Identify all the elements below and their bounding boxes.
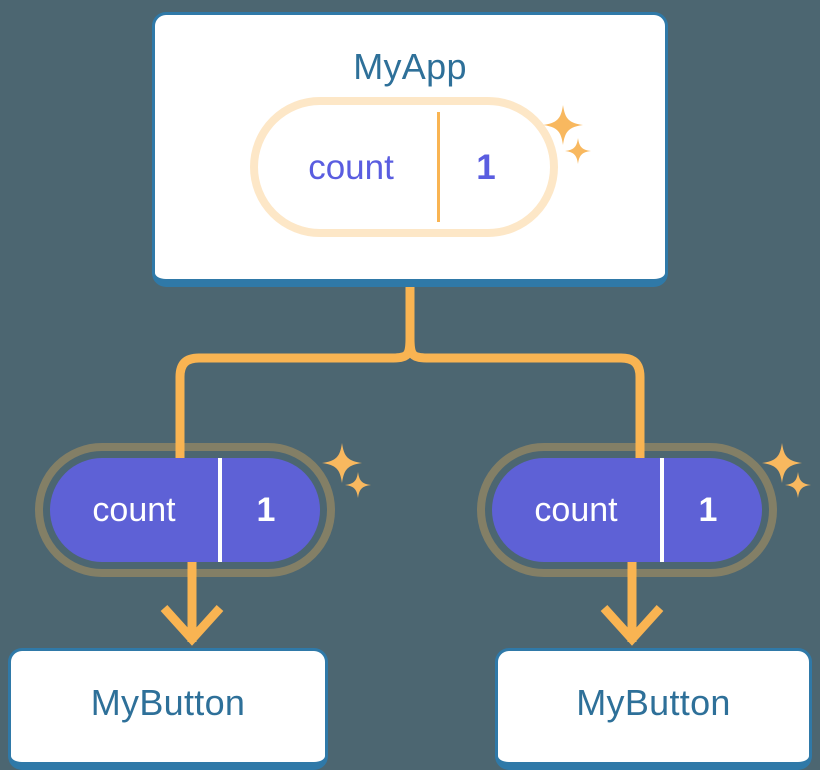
sparkle-icon-small: [785, 472, 811, 498]
sparkle-icon: [543, 105, 583, 145]
component-card-label: MyButton: [576, 681, 731, 723]
connector-tee-split-left: [175, 337, 415, 470]
state-pill-branch-right[interactable]: count 1: [477, 443, 777, 577]
component-card-mybutton-right[interactable]: MyButton: [495, 648, 812, 770]
component-card-label: MyButton: [90, 681, 246, 723]
state-pill-value: 1: [218, 458, 310, 562]
state-pill-root[interactable]: count 1: [250, 97, 558, 237]
state-pill-key: count: [534, 491, 618, 529]
state-pill-key: count: [308, 147, 394, 187]
state-pill-branch-left[interactable]: count 1: [35, 443, 335, 577]
sparkle-icon: [322, 443, 362, 483]
arrow-head-left-icon: [160, 604, 224, 646]
state-pill-value: 1: [660, 458, 752, 562]
page-title: MyApp: [353, 46, 467, 87]
sparkle-icon: [762, 443, 802, 483]
connector-tee-split: [405, 337, 645, 470]
state-pill-body: count 1: [250, 97, 558, 237]
component-card-mybutton-left[interactable]: MyButton: [8, 648, 328, 770]
state-pill-key: count: [92, 491, 176, 529]
state-pill-body: count 1: [35, 443, 335, 577]
state-pill-body: count 1: [477, 443, 777, 577]
state-pill-value: 1: [437, 112, 532, 222]
arrow-head-right-icon: [600, 604, 664, 646]
sparkle-icon-small: [565, 138, 591, 164]
sparkle-icon-small: [345, 472, 371, 498]
